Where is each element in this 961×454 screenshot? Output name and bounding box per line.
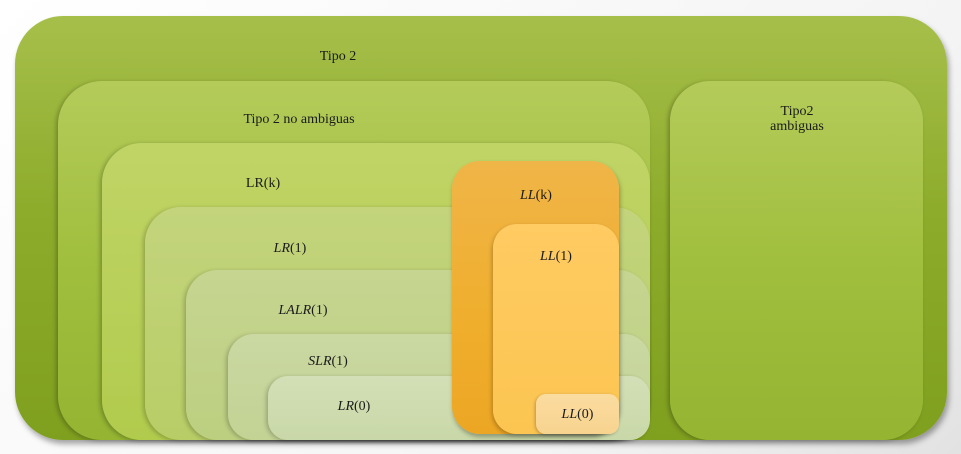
- slr1-label-rest: (1): [331, 354, 348, 369]
- tipo2-label: Tipo 2: [319, 49, 357, 64]
- llk-label-rest: (k): [535, 188, 552, 203]
- ll0-label-rest: (0): [577, 407, 594, 422]
- lalr1-label: LALR(1): [268, 303, 338, 319]
- lalr1-label-rest: (1): [311, 303, 328, 318]
- lrk-label: LR(k): [245, 176, 281, 191]
- ll0-region: [536, 394, 619, 434]
- slr1-label: SLR(1): [298, 354, 358, 370]
- ll1-label: LL(1): [528, 249, 584, 265]
- tipo2-no-ambiguas-label: Tipo 2 no ambiguas: [243, 112, 355, 127]
- lr0-label: LR(0): [326, 399, 382, 415]
- tipo2-ambiguas-label-line1: Tipo2: [780, 104, 814, 119]
- lr1-label-rest: (1): [290, 241, 307, 256]
- ll1-label-rest: (1): [555, 249, 572, 264]
- slr1-label-italic: SLR: [308, 354, 332, 369]
- ll0-label: LL(0): [536, 407, 619, 423]
- ll0-label-italic: LL: [561, 407, 578, 422]
- lr0-label-italic: LR: [337, 399, 354, 414]
- lr1-label-italic: LR: [273, 241, 290, 256]
- lalr1-label-italic: LALR: [278, 303, 312, 318]
- tipo2-ambiguas-label-line2: ambiguas: [770, 119, 824, 134]
- llk-label-italic: LL: [520, 188, 536, 203]
- tipo2-ambiguas-label: Tipo2 ambiguas: [757, 104, 837, 134]
- tipo2-ambiguas-region: [670, 81, 923, 440]
- ll1-label-italic: LL: [540, 249, 556, 264]
- lr0-label-rest: (0): [354, 399, 371, 414]
- lr1-label: LR(1): [262, 241, 318, 257]
- llk-label: LL(k): [508, 188, 564, 204]
